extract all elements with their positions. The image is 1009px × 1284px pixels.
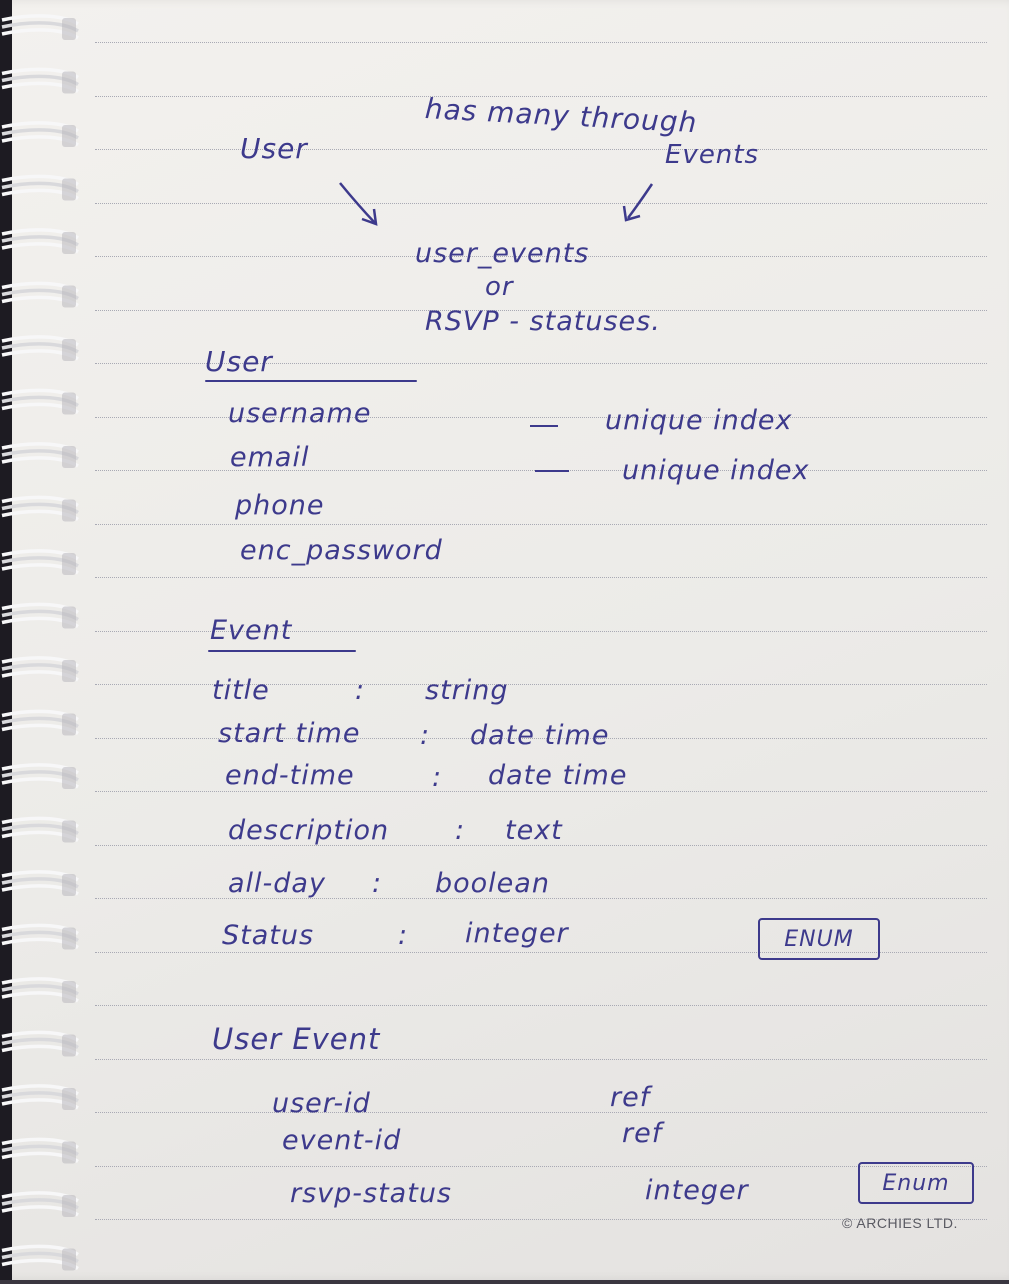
- ruled-line: [95, 256, 987, 257]
- spiral-ring: [1, 656, 79, 682]
- event-title-underline: [208, 650, 356, 652]
- spiral-ring: [1, 549, 79, 575]
- ruled-line: [95, 684, 987, 685]
- event-field-name: title: [212, 675, 270, 706]
- user-event-field-type: ref: [622, 1118, 663, 1149]
- ruled-line: [95, 524, 987, 525]
- user-field-note: unique index: [622, 455, 810, 486]
- colon: :: [420, 720, 431, 751]
- spiral-ring: [1, 602, 79, 629]
- ruled-line: [95, 738, 987, 739]
- user-field-name: enc_password: [240, 535, 443, 566]
- ruled-line: [95, 310, 987, 311]
- spiral-ring: [1, 1191, 79, 1217]
- spiral-ring: [1, 442, 79, 468]
- diagram-left-node: User: [240, 132, 308, 165]
- spiral-ring: [1, 923, 79, 950]
- ruled-line: [95, 1112, 987, 1113]
- user-field-name: email: [230, 442, 310, 473]
- spiral-ring: [1, 335, 79, 361]
- spiral-ring: [1, 1084, 79, 1110]
- ruled-line: [95, 1219, 987, 1220]
- ruled-line: [95, 1166, 987, 1167]
- ruled-line: [95, 417, 987, 418]
- event-field-type: date time: [488, 760, 628, 791]
- event-field-type: date time: [470, 720, 610, 751]
- ruled-line: [95, 203, 987, 204]
- join-table-alt-name: RSVP - statuses.: [425, 306, 661, 337]
- ruled-line: [95, 631, 987, 632]
- spiral-ring: [1, 121, 79, 147]
- ruled-line: [95, 952, 987, 953]
- colon: :: [398, 920, 409, 951]
- ruled-line: [95, 845, 987, 846]
- dash: [535, 470, 569, 472]
- event-model-title: Event: [210, 615, 293, 646]
- publisher-mark: © ARCHIES LTD.: [842, 1215, 958, 1231]
- user-event-field-type: integer: [645, 1175, 749, 1206]
- spiral-ring: [1, 228, 79, 254]
- user-field-name: username: [228, 398, 372, 429]
- ruled-line: [95, 96, 987, 97]
- relationship-label: has many through: [424, 92, 699, 140]
- event-field-type: string: [425, 675, 509, 706]
- diagram-right-node: Events: [665, 140, 760, 170]
- arrow-down-right-icon: [339, 182, 378, 226]
- event-field-name: description: [228, 815, 390, 846]
- join-table-name: user_events: [415, 238, 590, 269]
- user-event-field-name: user-id: [272, 1088, 371, 1119]
- spiral-rings: [0, 0, 79, 1280]
- event-field-type: integer: [465, 918, 569, 949]
- spiral-ring: [1, 281, 79, 308]
- spiral-ring: [1, 14, 79, 40]
- event-field-name: end-time: [225, 760, 355, 791]
- spiral-ring: [1, 67, 79, 94]
- ruled-line: [95, 898, 987, 899]
- spiral-ring: [1, 174, 79, 201]
- colon: :: [432, 762, 443, 793]
- event-field-name: Status: [222, 920, 315, 951]
- user-model-title: User: [205, 345, 273, 378]
- user-event-field-name: event-id: [282, 1125, 402, 1156]
- spiral-ring: [1, 1030, 79, 1057]
- ruled-line: [95, 42, 987, 43]
- spiral-ring: [1, 816, 79, 843]
- arrow-down-left-icon: [622, 183, 654, 222]
- spiral-ring: [1, 763, 79, 789]
- user-field-name: phone: [235, 490, 325, 521]
- spiral-ring: [1, 977, 79, 1003]
- spiral-ring: [1, 495, 79, 522]
- join-or: or: [485, 272, 514, 302]
- spiral-ring: [1, 1137, 79, 1164]
- spiral-ring: [1, 709, 79, 736]
- colon: :: [372, 868, 383, 899]
- event-field-name: all-day: [228, 868, 326, 899]
- event-field-type: text: [505, 815, 563, 846]
- ruled-line: [95, 577, 987, 578]
- event-field-type: boolean: [435, 868, 550, 899]
- colon: :: [455, 815, 466, 846]
- colon: :: [355, 675, 366, 706]
- ruled-line: [95, 1005, 987, 1006]
- user-event-model-title: User Event: [212, 1022, 381, 1056]
- user-title-underline: [205, 380, 417, 382]
- ruled-line: [95, 791, 987, 792]
- spiral-ring: [1, 1244, 79, 1271]
- user-event-field-type: ref: [610, 1082, 651, 1113]
- dash: [530, 425, 558, 427]
- ruled-line: [95, 1059, 987, 1060]
- enum-badge: Enum: [858, 1162, 974, 1204]
- ruled-line: [95, 149, 987, 150]
- user-event-field-name: rsvp-status: [290, 1178, 452, 1209]
- spiral-ring: [1, 870, 79, 896]
- ruled-line: [95, 363, 987, 364]
- spiral-binding: [0, 0, 90, 1280]
- event-field-name: start time: [218, 718, 361, 749]
- spiral-ring: [1, 388, 79, 415]
- user-field-note: unique index: [605, 405, 793, 436]
- enum-badge: ENUM: [758, 918, 880, 960]
